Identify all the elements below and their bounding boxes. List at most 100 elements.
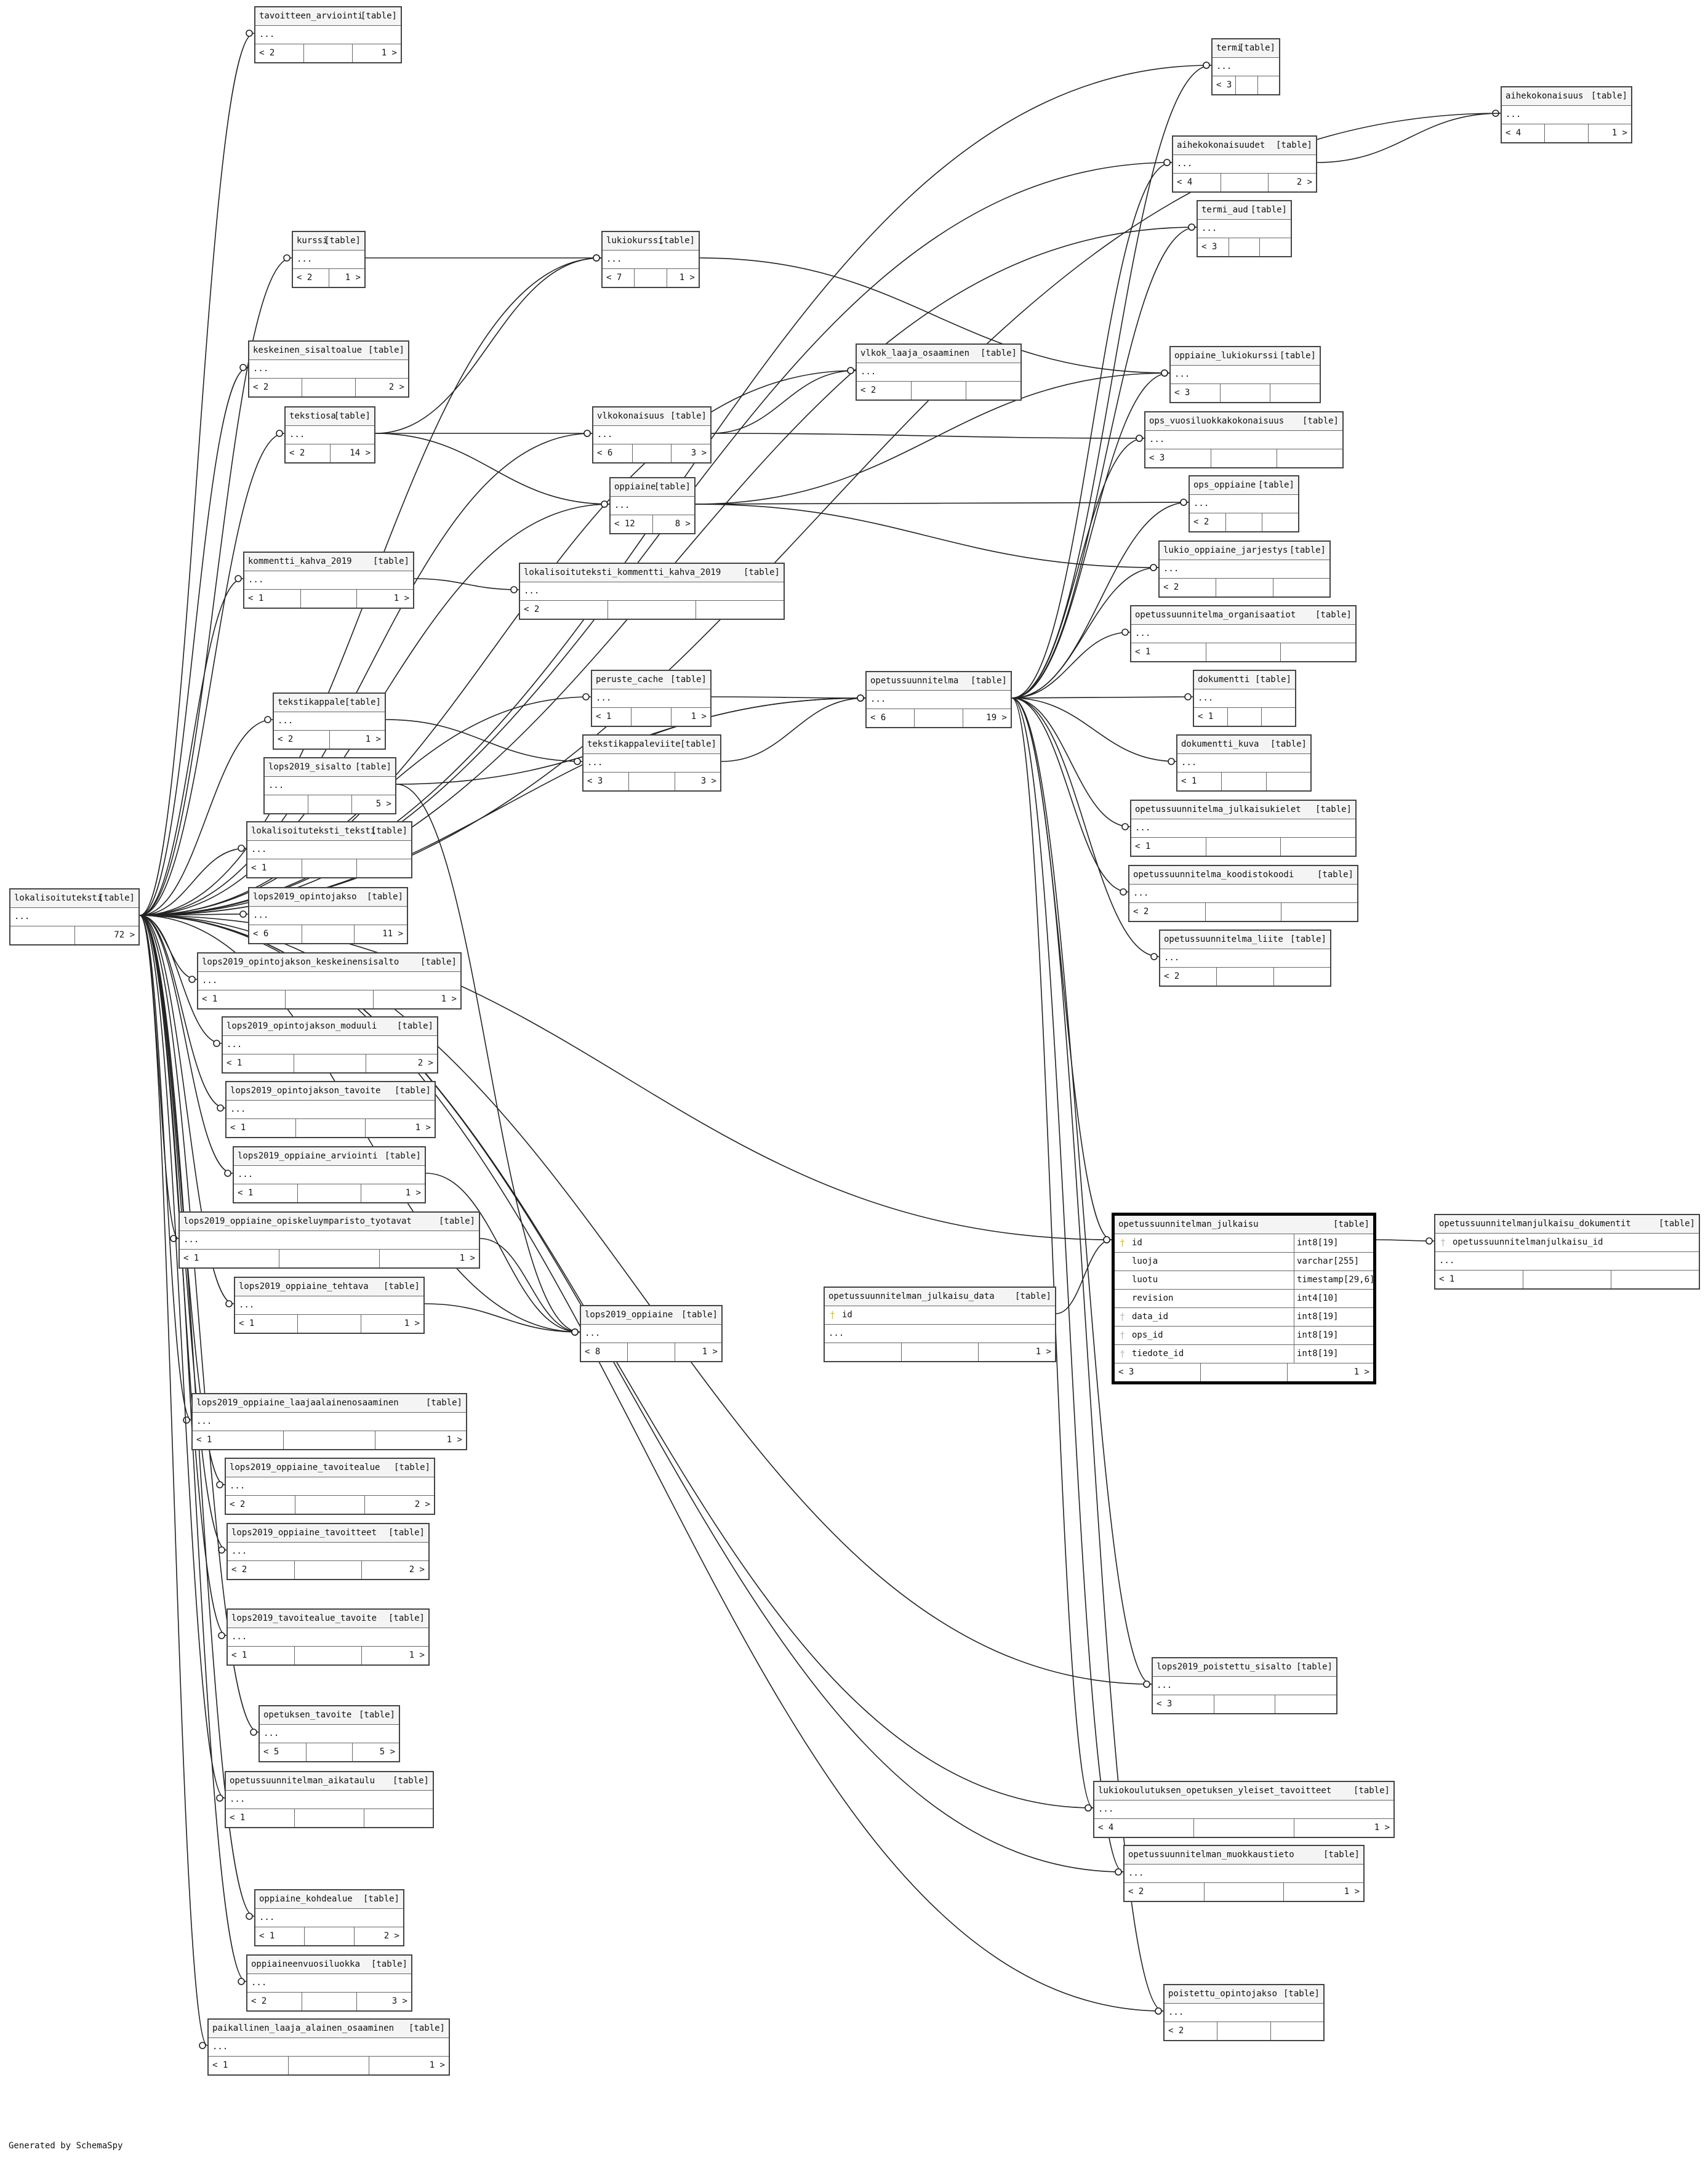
children-count[interactable]: 19 > — [986, 713, 1007, 723]
table-lops2019-sisalto[interactable]: lops2019_sisalto[table]...5 > — [263, 757, 396, 814]
parents-count[interactable]: < 4 — [1502, 124, 1546, 142]
rows-count[interactable] — [289, 2057, 369, 2074]
parents-count[interactable]: < 6 — [867, 709, 915, 727]
children-count[interactable] — [1258, 76, 1279, 94]
children-count[interactable] — [1281, 643, 1355, 661]
children-count[interactable]: 1 > — [441, 994, 457, 1004]
rows-count[interactable] — [1221, 174, 1269, 191]
parents-count[interactable]: < 2 — [1165, 2022, 1218, 2040]
table-dokumentti-kuva[interactable]: dokumentti_kuva[table]...< 1 — [1176, 734, 1312, 792]
parents-count[interactable]: < 7 — [603, 269, 635, 287]
rows-count[interactable] — [295, 1647, 362, 1664]
parents-count[interactable]: < 12 — [611, 515, 653, 533]
table-lukiokoulutuksen-opetuksen-yleiset-tavoitteet[interactable]: lukiokoulutuksen_opetuksen_yleiset_tavoi… — [1093, 1781, 1395, 1838]
children-count[interactable]: 1 > — [415, 1123, 431, 1133]
table-opetussuunnitelmanjulkaisu-dokumentit[interactable]: opetussuunnitelmanjulkaisu_dokumentit[ta… — [1434, 1214, 1700, 1290]
parents-count[interactable]: < 1 — [247, 859, 302, 877]
parents-count[interactable]: < 1 — [255, 1927, 305, 1945]
rows-count[interactable] — [295, 1561, 362, 1579]
table-dokumentti[interactable]: dokumentti[table]...< 1 — [1193, 670, 1296, 727]
children-count[interactable]: 1 > — [409, 1650, 425, 1660]
children-count[interactable] — [1270, 384, 1320, 402]
table-opetussuunnitelma-julkaisukielet[interactable]: opetussuunnitelma_julkaisukielet[table].… — [1130, 800, 1357, 857]
table-lokalisoituteksti[interactable]: lokalisoituteksti[table]...72 > — [9, 888, 140, 946]
children-count[interactable]: 1 > — [365, 734, 381, 744]
rows-count[interactable] — [296, 1119, 366, 1137]
parents-count[interactable]: < 3 — [1198, 238, 1229, 256]
table-lops2019-poistettu-sisalto[interactable]: lops2019_poistettu_sisalto[table]...< 3 — [1152, 1657, 1337, 1714]
parents-count[interactable]: < 1 — [198, 990, 286, 1008]
children-count[interactable]: 1 > — [1344, 1887, 1360, 1897]
children-count[interactable] — [1271, 2022, 1323, 2040]
rows-count[interactable] — [307, 1743, 353, 1761]
rows-count[interactable] — [915, 709, 963, 727]
children-count[interactable]: 3 > — [700, 776, 716, 786]
table-lops2019-oppiaine-tavoitteet[interactable]: lops2019_oppiaine_tavoitteet[table]...< … — [227, 1523, 430, 1580]
parents-count[interactable]: < 2 — [520, 601, 608, 619]
parents-count[interactable]: < 2 — [226, 1496, 295, 1514]
children-count[interactable]: 2 > — [383, 1931, 399, 1941]
rows-count[interactable] — [1206, 903, 1282, 921]
children-count[interactable]: 1 > — [1035, 1347, 1051, 1357]
parents-count[interactable]: < 1 — [226, 1809, 295, 1827]
rows-count[interactable] — [302, 859, 357, 877]
table-opetussuunnitelman-julkaisu-data[interactable]: opetussuunnitelman_julkaisu_data[table]†… — [824, 1287, 1056, 1362]
children-count[interactable]: 1 > — [446, 1435, 462, 1445]
children-count[interactable]: 3 > — [691, 448, 707, 458]
parents-count[interactable]: < 1 — [1194, 708, 1228, 726]
children-count[interactable] — [966, 382, 1020, 399]
parents-count[interactable]: < 1 — [209, 2057, 289, 2074]
table-lops2019-oppiaine-arviointi[interactable]: lops2019_oppiaine_arviointi[table]...< 1… — [233, 1146, 426, 1203]
children-count[interactable]: 1 > — [381, 48, 397, 58]
children-count[interactable]: 1 > — [345, 273, 361, 283]
table-ops-vuosiluokkakokonaisuus[interactable]: ops_vuosiluokkakokonaisuus[table]...< 3 — [1144, 411, 1344, 468]
children-count[interactable]: 1 > — [691, 712, 707, 721]
rows-count[interactable] — [628, 1343, 675, 1361]
parents-count[interactable]: < 2 — [857, 382, 912, 399]
rows-count[interactable] — [308, 795, 352, 813]
rows-count[interactable] — [631, 708, 672, 726]
rows-count[interactable] — [1217, 968, 1274, 986]
table-oppiaine-lukiokurssi[interactable]: oppiaine_lukiokurssi[table]...< 3 — [1169, 346, 1321, 403]
table-termi[interactable]: termi[table]...< 3 — [1211, 38, 1280, 95]
rows-count[interactable] — [298, 1184, 362, 1202]
table-lops2019-oppiaine-opiskeluymparisto-tyotavat[interactable]: lops2019_oppiaine_opiskeluymparisto_tyot… — [178, 1211, 480, 1269]
parents-count[interactable]: < 6 — [249, 925, 302, 943]
parents-count[interactable]: < 1 — [223, 1054, 295, 1072]
rows-count[interactable] — [1222, 773, 1267, 790]
table-opetussuunnitelma-koodistokoodi[interactable]: opetussuunnitelma_koodistokoodi[table]..… — [1128, 865, 1358, 922]
table-paikallinen-laaja-alainen-osaaminen[interactable]: paikallinen_laaja_alainen_osaaminen[tabl… — [207, 2018, 450, 2076]
rows-count[interactable] — [629, 773, 675, 790]
table-termi-aud[interactable]: termi_aud[table]...< 3 — [1197, 200, 1292, 257]
table-lops2019-oppiaine-laajaalainenosaaminen[interactable]: lops2019_oppiaine_laajaalainenosaaminen[… — [191, 1393, 467, 1450]
rows-count[interactable] — [1221, 384, 1270, 402]
rows-count[interactable] — [1545, 124, 1589, 142]
rows-count[interactable] — [279, 1250, 380, 1267]
rows-count[interactable] — [902, 1343, 979, 1361]
table-opetussuunnitelma-organisaatiot[interactable]: opetussuunnitelma_organisaatiot[table]..… — [1130, 605, 1357, 662]
rows-count[interactable] — [1228, 708, 1262, 726]
children-count[interactable]: 1 > — [404, 1319, 420, 1328]
table-vlkok-laaja-osaaminen[interactable]: vlkok_laaja_osaaminen[table]...< 2 — [856, 343, 1022, 401]
parents-count[interactable]: < 2 — [1160, 968, 1217, 986]
children-count[interactable]: 1 > — [1353, 1367, 1369, 1377]
parents-count[interactable]: < 3 — [1145, 449, 1211, 467]
children-count[interactable] — [357, 859, 411, 877]
rows-count[interactable] — [1226, 513, 1262, 531]
parents-count[interactable] — [265, 795, 308, 813]
parents-count[interactable]: < 2 — [255, 44, 304, 62]
children-count[interactable]: 14 > — [350, 448, 371, 458]
table-lops2019-tavoitealue-tavoite[interactable]: lops2019_tavoitealue_tavoite[table]...< … — [227, 1608, 430, 1666]
parents-count[interactable]: < 1 — [228, 1647, 295, 1664]
parents-count[interactable]: < 1 — [1131, 838, 1206, 856]
children-count[interactable]: 1 > — [393, 593, 410, 603]
parents-count[interactable]: < 2 — [1129, 903, 1206, 921]
parents-count[interactable]: < 1 — [180, 1250, 280, 1267]
parents-count[interactable]: < 1 — [235, 1315, 299, 1333]
